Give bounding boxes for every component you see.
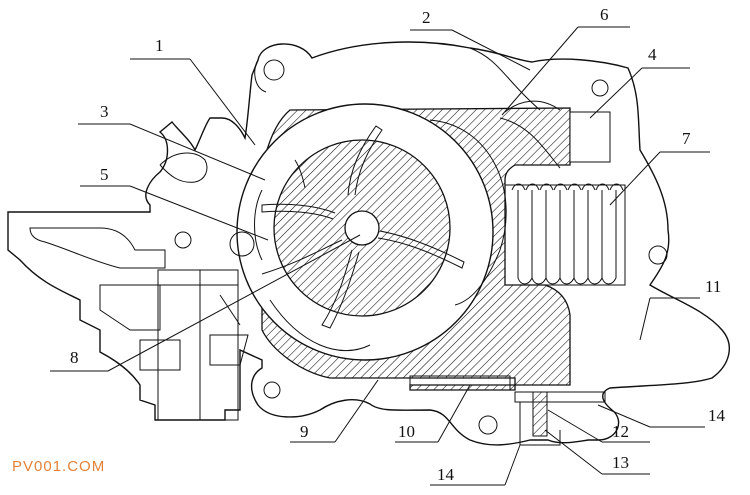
upper-passage — [469, 47, 611, 169]
callout-9: 9 — [300, 422, 309, 441]
callout-6: 6 — [600, 5, 609, 24]
callout-14-right: 14 — [708, 406, 726, 425]
left-flange — [29, 152, 208, 331]
leader-lines — [50, 26, 710, 486]
mount-hole-left — [174, 231, 192, 249]
callout-8: 8 — [70, 348, 79, 367]
callout-14-bottom: 14 — [437, 465, 455, 484]
mount-hole-top-right — [591, 79, 609, 97]
vanes — [261, 125, 465, 329]
callout-labels: 1 2 3 4 5 6 7 8 9 10 11 12 13 14 14 — [70, 5, 726, 484]
mount-hole-bottom-left — [263, 381, 281, 399]
callout-7: 7 — [682, 129, 691, 148]
callout-1: 1 — [155, 36, 164, 55]
callout-12: 12 — [612, 422, 629, 441]
mount-hole-bottom-right — [478, 415, 498, 435]
callout-10: 10 — [398, 422, 415, 441]
mount-hole-right — [648, 245, 668, 265]
callout-11: 11 — [705, 277, 721, 296]
pump-housing — [7, 41, 730, 446]
callout-3: 3 — [100, 102, 109, 121]
rotor — [273, 139, 451, 317]
callout-5: 5 — [100, 165, 109, 184]
callout-13: 13 — [612, 453, 629, 472]
valve-body — [139, 269, 249, 421]
callout-2: 2 — [422, 8, 431, 27]
mount-hole-top-left — [254, 59, 285, 93]
spring-chamber — [504, 183, 626, 286]
watermark: PV001.COM — [12, 458, 106, 475]
bottom-port — [409, 375, 606, 446]
callout-4: 4 — [648, 45, 657, 64]
